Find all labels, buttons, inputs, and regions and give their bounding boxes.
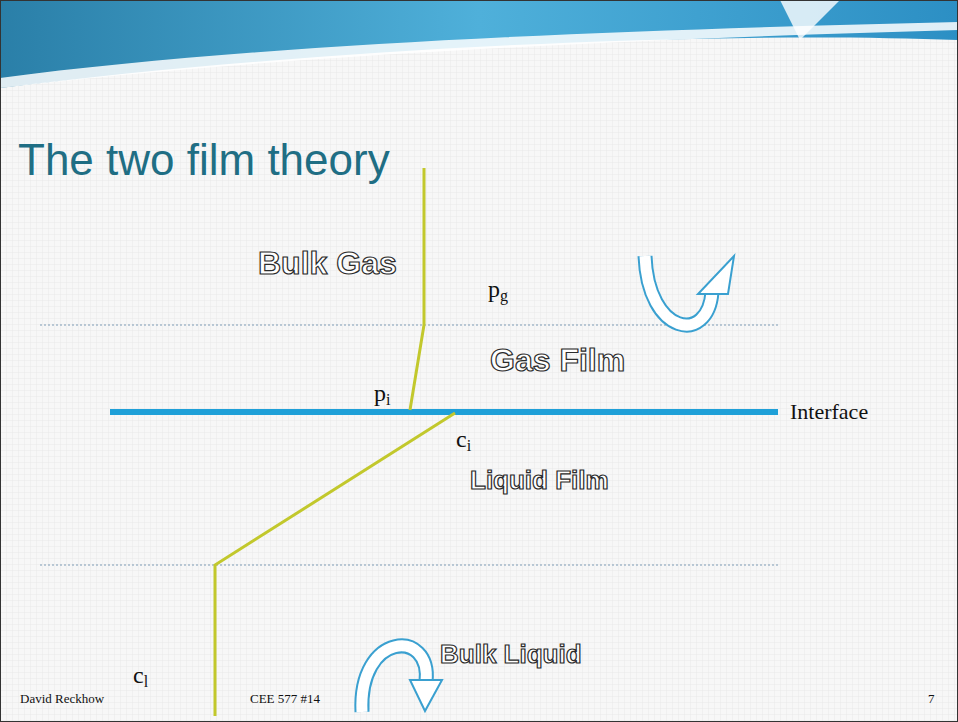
variable-label: ci (456, 420, 471, 459)
region-label: Bulk Gas (258, 246, 397, 281)
header-band (0, 0, 958, 88)
variable-label: pg (488, 270, 508, 309)
liquid-profile (215, 413, 455, 716)
variable-label: pi (374, 374, 390, 413)
page-number: 7 (928, 692, 935, 706)
header-swoosh (0, 22, 958, 88)
film-boundary (40, 564, 780, 565)
footer-author: David Reckhow (20, 692, 104, 706)
mixing-arrow (362, 646, 442, 712)
footer-course: CEE 577 #14 (250, 692, 320, 706)
interface-line (110, 409, 778, 415)
header-notch (780, 0, 840, 40)
gas-profile (410, 168, 424, 410)
variable-label: cl (133, 656, 148, 695)
interface-label: Interface (790, 400, 868, 424)
region-label: Bulk Liquid (440, 640, 582, 669)
region-label: Liquid Film (470, 466, 609, 495)
slide-title: The two film theory (18, 136, 390, 184)
mixing-arrow (645, 256, 734, 325)
region-label: Gas Film (490, 343, 625, 378)
